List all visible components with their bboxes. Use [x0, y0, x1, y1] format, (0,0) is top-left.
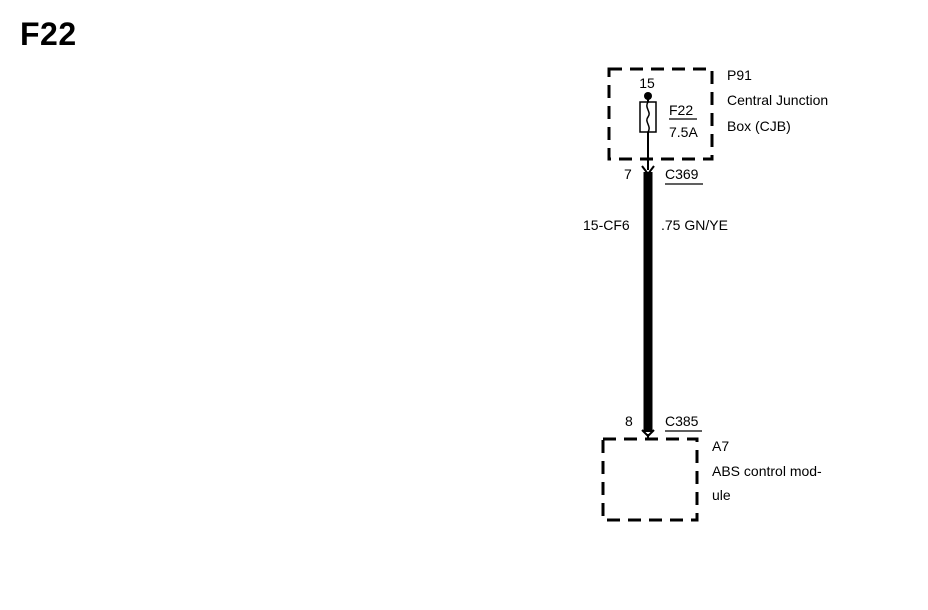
connector-top-pin: 7 — [624, 166, 632, 182]
junction-box-id: P91 — [727, 67, 752, 83]
fuse-id: F22 — [669, 102, 693, 118]
fuse-element — [646, 101, 650, 133]
page-title: F22 — [20, 16, 77, 52]
connector-bottom-id: C385 — [665, 413, 699, 429]
module-id: A7 — [712, 438, 729, 454]
wire-circuit: 15-CF6 — [583, 217, 630, 233]
junction-pin-label: 15 — [639, 75, 655, 91]
junction-box-name-line2: Box (CJB) — [727, 118, 791, 134]
module-name-line1: ABS control mod- — [712, 463, 822, 479]
junction-box-name-line1: Central Junction — [727, 92, 828, 108]
abs-module-outline — [601, 437, 699, 522]
module-name-line2: ule — [712, 487, 731, 503]
junction-box-outline — [607, 67, 714, 161]
connector-bottom-pin: 8 — [625, 413, 633, 429]
connector-top-id: C369 — [665, 166, 699, 182]
fuse-rating: 7.5A — [669, 124, 698, 140]
wire-spec: .75 GN/YE — [661, 217, 728, 233]
